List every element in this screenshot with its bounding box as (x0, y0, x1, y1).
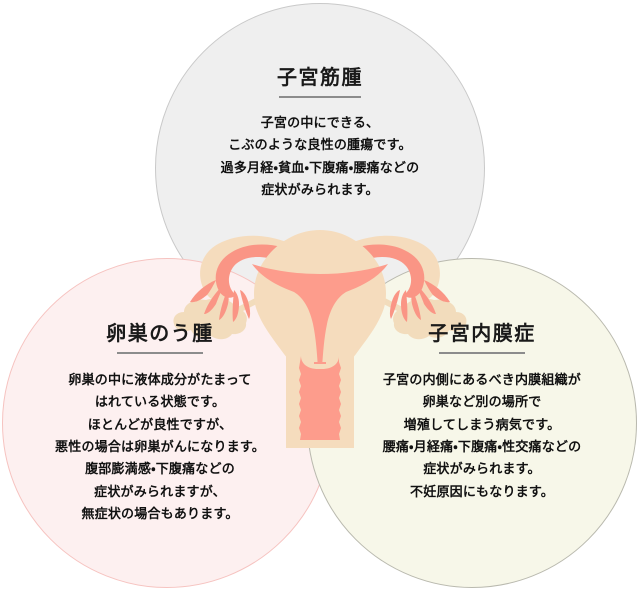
title-rule-endometriosis (439, 352, 525, 354)
description-line: 無症状の場合もあります。 (81, 506, 239, 522)
title-uterine-fibroid: 子宮筋腫 (277, 67, 363, 89)
title-ovarian-cyst: 卵巣のう腫 (106, 323, 214, 345)
description-line: はれている状態です。 (94, 394, 226, 410)
panel-uterine-fibroid: 子宮筋腫 子宮の中にできる、 こぶのような良性の腫瘍です。 過多月経・貧血・下腹… (150, 66, 490, 201)
description-line: 卵巣の中に液体成分がたまって (68, 372, 252, 387)
title-endometriosis: 子宮内膜症 (428, 323, 536, 345)
panel-endometriosis: 子宮内膜症 子宮の内側にあるべき内膜組織が 卵巣など別の場所で 増殖してしまう病… (336, 322, 628, 503)
title-rule-uterine-fibroid (279, 96, 361, 98)
description-line: こぶのような良性の腫瘍です。 (228, 137, 412, 153)
description-line: 過多月経・貧血・下腹痛・腰痛などの (220, 159, 420, 175)
panel-ovarian-cyst: 卵巣のう腫 卵巣の中に液体成分がたまって はれている状態です。 ほとんどが良性で… (14, 322, 306, 526)
description-endometriosis: 子宮の内側にあるべき内膜組織が 卵巣など別の場所で 増殖してしまう病気です。 腰… (336, 369, 628, 503)
description-line: 増殖してしまう病気です。 (403, 416, 561, 432)
description-line: 症状がみられます。 (261, 182, 379, 198)
description-line: ほとんどが良性ですが、 (87, 416, 233, 432)
description-line: 症状がみられますが、 (94, 483, 226, 499)
title-rule-ovarian-cyst (117, 352, 203, 354)
description-uterine-fibroid: 子宮の中にできる、 こぶのような良性の腫瘍です。 過多月経・貧血・下腹痛・腰痛な… (150, 112, 490, 201)
description-line: 子宮の中にできる、 (260, 115, 380, 130)
description-line: 不妊原因にもなります。 (410, 483, 554, 499)
description-line: 腰痛・月経痛・下腹痛・性交痛などの (382, 439, 582, 455)
description-line: 症状がみられます。 (423, 461, 541, 477)
description-ovarian-cyst: 卵巣の中に液体成分がたまって はれている状態です。 ほとんどが良性ですが、 悪性… (14, 369, 306, 526)
description-line: 腹部膨満感・下腹痛などの (85, 461, 235, 477)
description-line: 悪性の場合は卵巣がんになります。 (55, 439, 265, 455)
description-line: 卵巣など別の場所で (422, 394, 542, 410)
description-line: 子宮の内側にあるべき内膜組織が (382, 372, 581, 387)
